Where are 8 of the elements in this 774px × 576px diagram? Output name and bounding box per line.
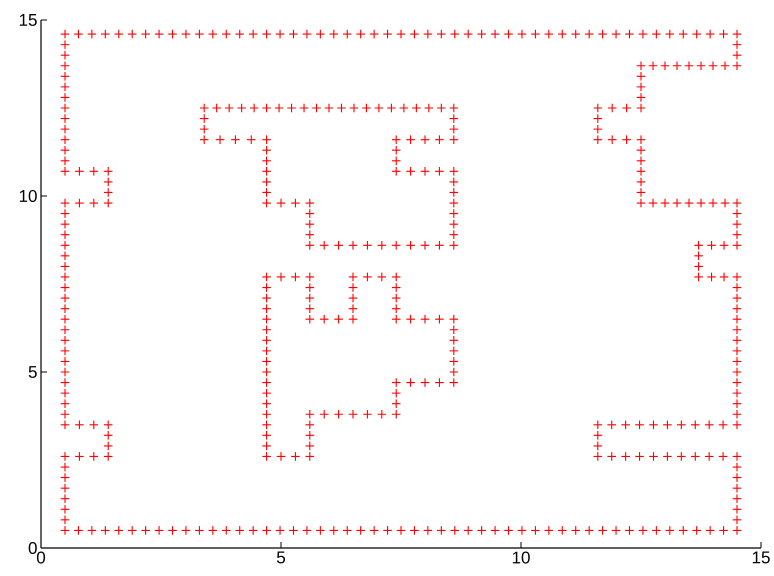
y-tick-label: 10 <box>20 190 37 202</box>
x-tick-label: 0 <box>36 552 46 564</box>
x-tick-label: 5 <box>276 552 286 564</box>
y-tick-label: 15 <box>20 14 37 26</box>
x-tick-label: 10 <box>512 552 530 564</box>
y-tick-label: 0 <box>28 542 37 554</box>
y-tick-label: 5 <box>28 366 37 378</box>
x-tick-label: 15 <box>752 552 770 564</box>
